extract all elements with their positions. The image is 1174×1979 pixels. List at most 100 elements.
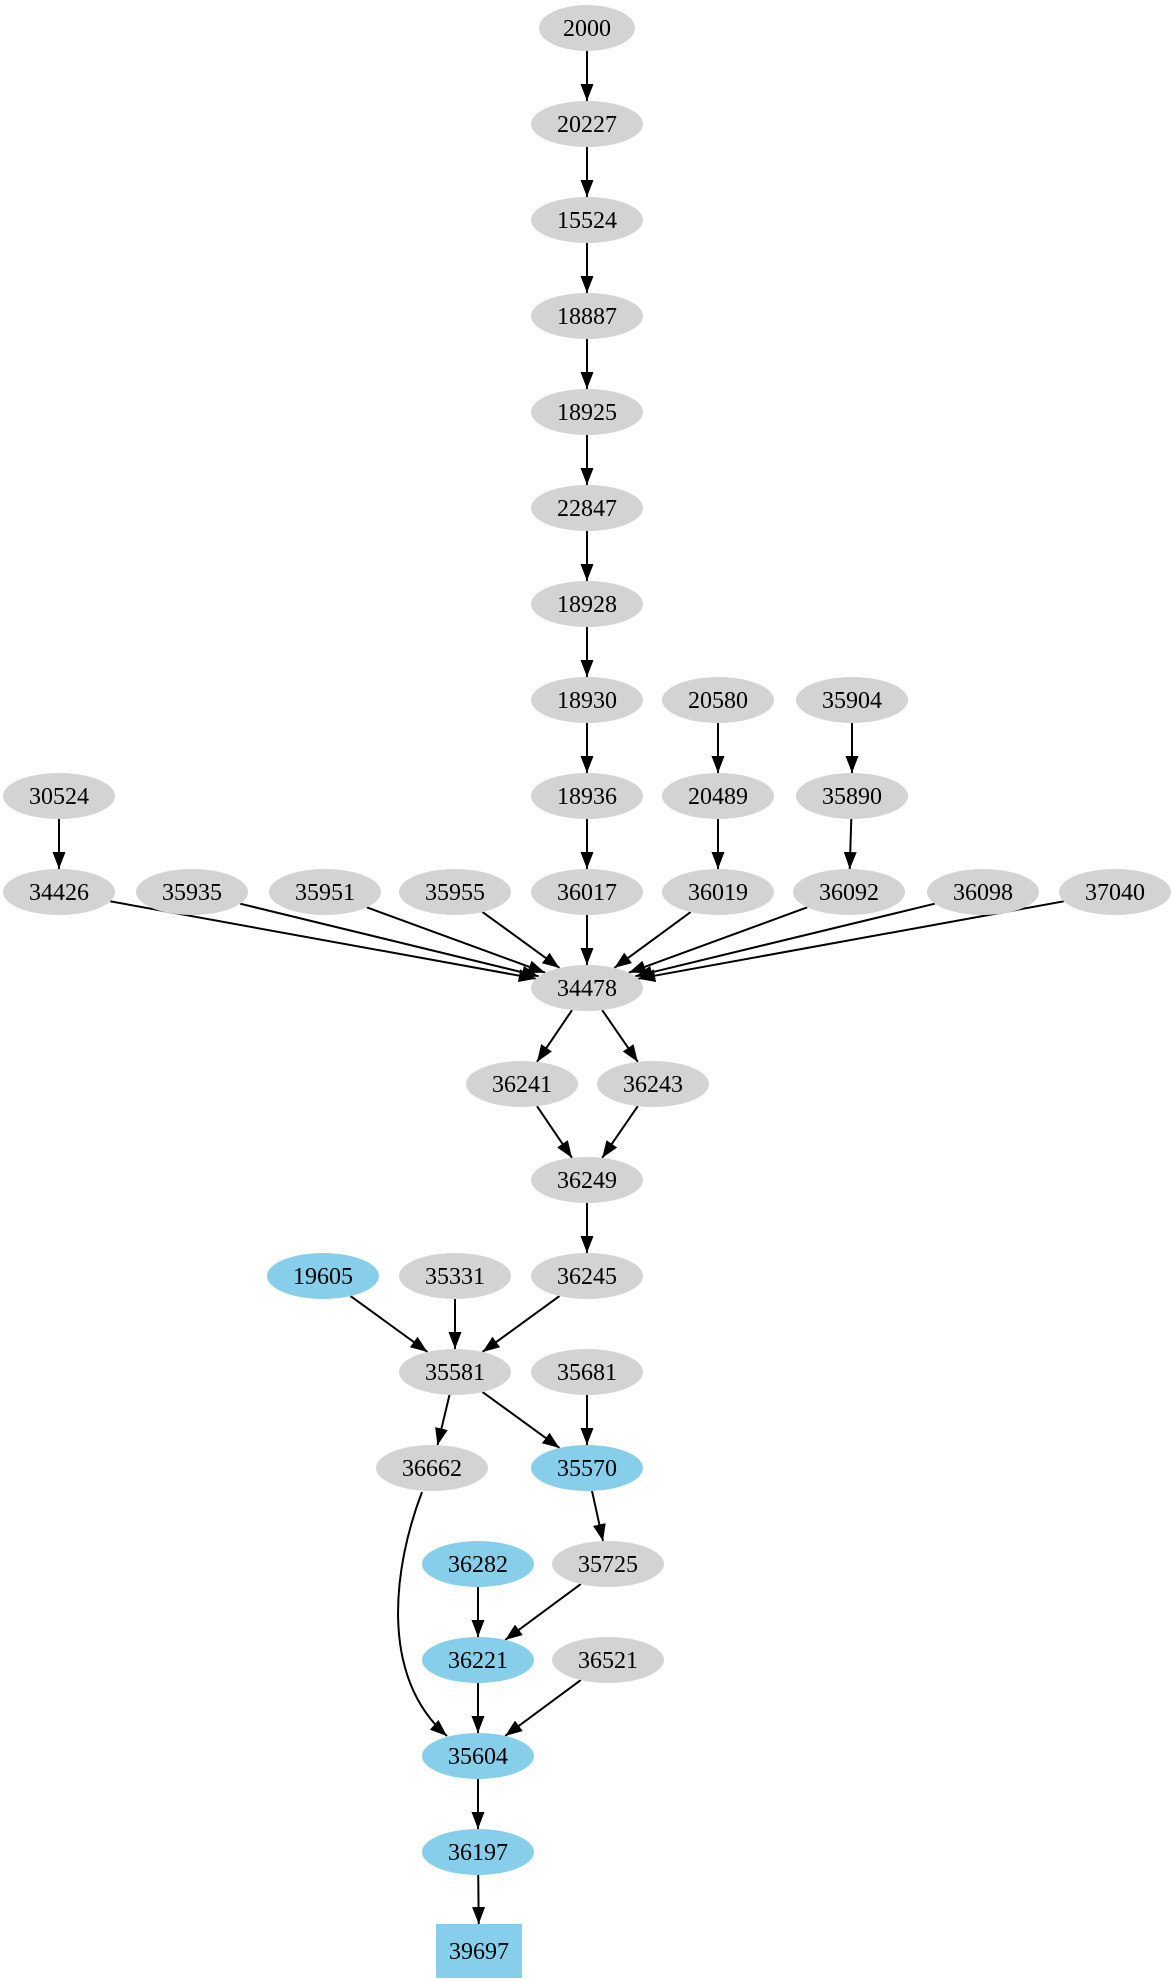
node-label: 18925 [557, 400, 617, 426]
node-shape-ellipse [399, 1349, 511, 1395]
node-36243: 36243 [597, 1061, 709, 1107]
node-layer: 2000 20227 15524 18887 18925 22847 18928 18930 2… [3, 5, 1171, 1978]
node-shape-ellipse [662, 677, 774, 723]
node-shape-ellipse [796, 773, 908, 819]
node-30524: 30524 [3, 773, 115, 819]
node-label: 18930 [557, 688, 617, 714]
node-shape-ellipse [136, 869, 248, 915]
node-label: 18936 [557, 784, 617, 810]
node-36019: 36019 [662, 869, 774, 915]
node-label: 36243 [623, 1072, 683, 1098]
node-shape-ellipse [793, 869, 905, 915]
edge-36243-36249 [601, 1105, 639, 1159]
node-label: 35725 [578, 1552, 638, 1578]
node-34426: 34426 [3, 869, 115, 915]
node-36221: 36221 [422, 1637, 534, 1683]
node-36197: 36197 [422, 1829, 534, 1875]
node-35890: 35890 [796, 773, 908, 819]
node-shape-ellipse [531, 581, 643, 627]
node-shape-ellipse [269, 869, 381, 915]
node-35725: 35725 [552, 1541, 664, 1587]
node-label: 36221 [448, 1648, 508, 1674]
node-label: 39697 [449, 1939, 509, 1965]
node-label: 15524 [557, 208, 617, 234]
node-label: 35951 [295, 880, 355, 906]
node-18928: 18928 [531, 581, 643, 627]
node-36521: 36521 [552, 1637, 664, 1683]
node-label: 36017 [557, 880, 617, 906]
node-label: 18928 [557, 592, 617, 618]
node-35951: 35951 [269, 869, 381, 915]
edge-36662-35604 [397, 1491, 448, 1737]
node-19605: 19605 [267, 1253, 379, 1299]
node-36245: 36245 [531, 1253, 643, 1299]
node-label: 20227 [557, 112, 617, 138]
edge-36019-34478 [613, 911, 692, 969]
edge-35890-36092 [843, 818, 857, 870]
node-shape-ellipse [552, 1541, 664, 1587]
node-shape-ellipse [531, 1157, 643, 1203]
node-36662: 36662 [376, 1445, 488, 1491]
node-36241: 36241 [466, 1061, 578, 1107]
node-36098: 36098 [927, 869, 1039, 915]
node-shape-ellipse [466, 1061, 578, 1107]
node-label: 20489 [688, 784, 748, 810]
edge-36521-35604 [504, 1679, 582, 1737]
node-35935: 35935 [136, 869, 248, 915]
edge-layer [52, 51, 1064, 1925]
node-label: 36282 [448, 1552, 508, 1578]
node-35681: 35681 [531, 1349, 643, 1395]
edge-34478-36241 [536, 1009, 573, 1063]
node-shape-ellipse [531, 293, 643, 339]
node-shape-ellipse [3, 773, 115, 819]
node-shape-ellipse [927, 869, 1039, 915]
node-shape-ellipse [376, 1445, 488, 1491]
node-15524: 15524 [531, 197, 643, 243]
node-label: 35570 [557, 1456, 617, 1482]
node-22847: 22847 [531, 485, 643, 531]
node-39697: 39697 [436, 1924, 522, 1978]
node-label: 34478 [557, 976, 617, 1002]
node-35604: 35604 [422, 1733, 534, 1779]
node-shape-ellipse [531, 101, 643, 147]
node-shape-ellipse [531, 677, 643, 723]
node-35331: 35331 [399, 1253, 511, 1299]
node-label: 20580 [688, 688, 748, 714]
node-shape-ellipse [531, 485, 643, 531]
node-shape-ellipse [399, 1253, 511, 1299]
node-label: 35904 [822, 688, 882, 714]
node-shape-ellipse [531, 389, 643, 435]
node-37040: 37040 [1059, 869, 1171, 915]
node-shape-ellipse [662, 773, 774, 819]
node-shape-ellipse [531, 1253, 643, 1299]
node-shape-ellipse [422, 1541, 534, 1587]
node-36092: 36092 [793, 869, 905, 915]
node-18887: 18887 [531, 293, 643, 339]
node-18930: 18930 [531, 677, 643, 723]
node-34478: 34478 [531, 965, 643, 1011]
node-label: 18887 [557, 304, 617, 330]
edge-35581-36662 [435, 1394, 451, 1446]
node-35570: 35570 [531, 1445, 643, 1491]
node-label: 36521 [578, 1648, 638, 1674]
node-label: 36249 [557, 1168, 617, 1194]
edge-36098-34478 [634, 902, 936, 979]
node-shape-ellipse [1059, 869, 1171, 915]
edge-35951-34478 [366, 906, 546, 974]
node-label: 35890 [822, 784, 882, 810]
node-shape-ellipse [531, 773, 643, 819]
edge-36241-36249 [536, 1105, 573, 1159]
node-shape-ellipse [531, 197, 643, 243]
node-shape-ellipse [531, 965, 643, 1011]
node-shape-ellipse [531, 1349, 643, 1395]
node-label: 2000 [563, 16, 611, 42]
node-20580: 20580 [662, 677, 774, 723]
node-label: 36092 [819, 880, 879, 906]
edge-36245-35581 [481, 1295, 561, 1353]
node-35904: 35904 [796, 677, 908, 723]
edge-34478-36243 [601, 1009, 639, 1063]
node-36249: 36249 [531, 1157, 643, 1203]
node-shape-ellipse [3, 869, 115, 915]
node-shape-rect [436, 1924, 522, 1978]
